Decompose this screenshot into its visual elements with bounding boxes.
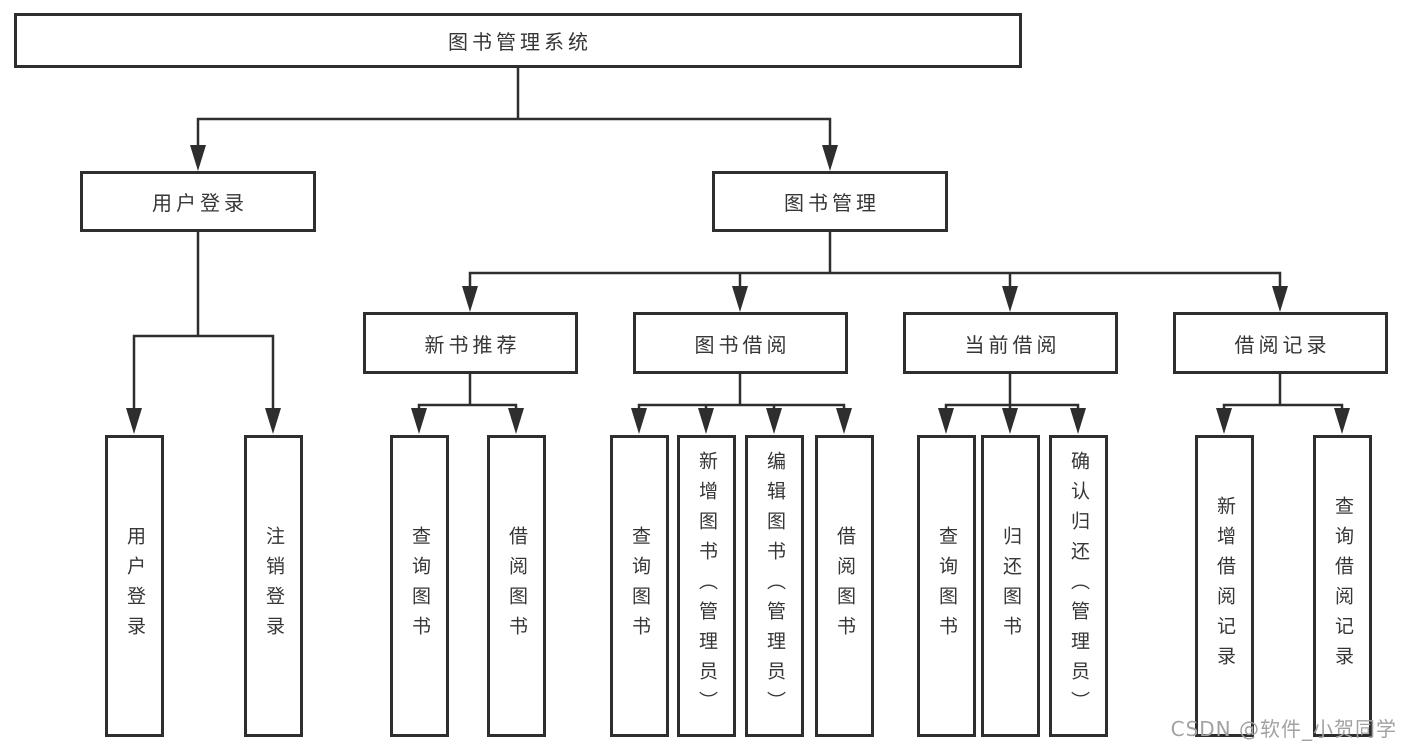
node-borrow-records: 借阅记录	[1173, 312, 1388, 374]
leaf-add-borrow-record: 新增借阅记录	[1195, 435, 1254, 737]
watermark: CSDN @软件_小贺同学	[1170, 717, 1397, 741]
leaf-query-books-2: 查询图书	[610, 435, 669, 737]
node-book-borrow: 图书借阅	[633, 312, 848, 374]
leaf-query-borrow-record-label: 查询借阅记录	[1332, 496, 1354, 676]
leaf-query-books-3: 查询图书	[917, 435, 976, 737]
leaf-return-book: 归还图书	[981, 435, 1040, 737]
node-user-login: 用户登录	[80, 171, 316, 232]
leaf-user-login: 用户登录	[105, 435, 164, 737]
leaf-add-book-admin: 新增图书（管理员）	[677, 435, 736, 737]
leaf-query-books-2-label: 查询图书	[629, 526, 651, 646]
leaf-return-book-label: 归还图书	[1000, 526, 1022, 646]
node-current-borrow: 当前借阅	[903, 312, 1118, 374]
leaf-user-login-label: 用户登录	[124, 526, 146, 646]
leaf-query-books-1: 查询图书	[390, 435, 449, 737]
leaf-query-books-1-label: 查询图书	[409, 526, 431, 646]
node-book-management: 图书管理	[712, 171, 948, 232]
leaf-confirm-return-admin-label: 确认归还（管理员）	[1068, 451, 1090, 721]
leaf-borrow-books-2: 借阅图书	[815, 435, 874, 737]
leaf-query-books-3-label: 查询图书	[936, 526, 958, 646]
leaf-query-borrow-record: 查询借阅记录	[1313, 435, 1372, 737]
leaf-logout-label: 注销登录	[263, 526, 285, 646]
leaf-edit-book-admin-label: 编辑图书（管理员）	[764, 451, 786, 721]
leaf-logout: 注销登录	[244, 435, 303, 737]
node-new-book-recommend: 新书推荐	[363, 312, 578, 374]
leaf-add-borrow-record-label: 新增借阅记录	[1214, 496, 1236, 676]
leaf-borrow-books-2-label: 借阅图书	[834, 526, 856, 646]
leaf-confirm-return-admin: 确认归还（管理员）	[1049, 435, 1108, 737]
leaf-borrow-books-1-label: 借阅图书	[506, 526, 528, 646]
leaf-edit-book-admin: 编辑图书（管理员）	[745, 435, 804, 737]
leaf-borrow-books-1: 借阅图书	[487, 435, 546, 737]
leaf-add-book-admin-label: 新增图书（管理员）	[696, 451, 718, 721]
node-library-management-system: 图书管理系统	[14, 13, 1022, 68]
